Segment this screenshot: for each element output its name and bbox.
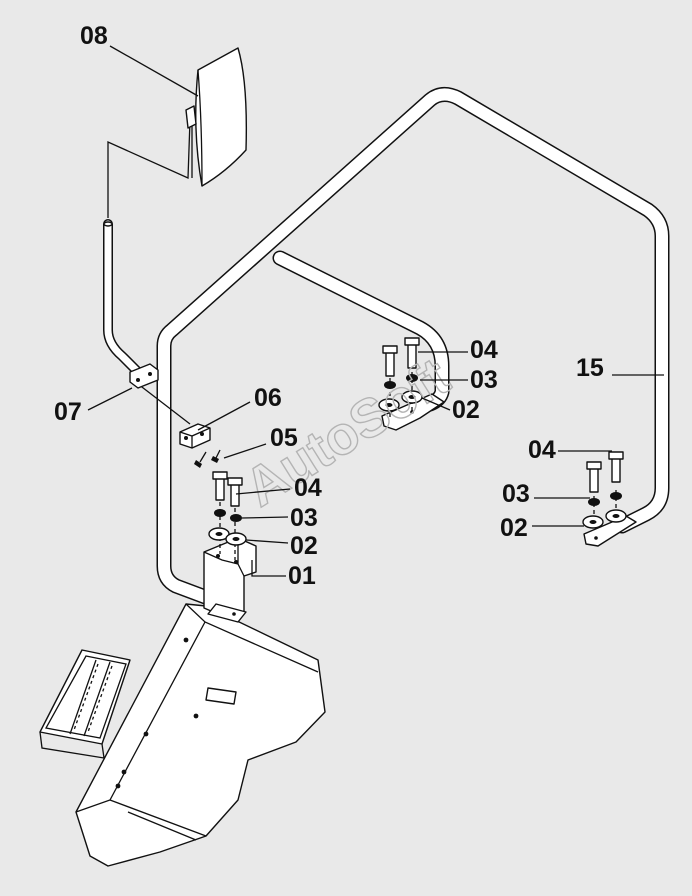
fasteners-middle (378, 337, 423, 420)
label-08: 08 (80, 22, 108, 50)
label-03-right: 03 (502, 480, 530, 508)
label-06: 06 (254, 384, 282, 412)
leader-lines (87, 45, 664, 577)
label-02-front: 02 (290, 532, 318, 560)
mirror (185, 47, 248, 187)
label-04-right: 04 (528, 436, 556, 464)
watermark: AutoSoft (235, 347, 460, 519)
mount-bracket (203, 537, 257, 623)
label-15: 15 (576, 354, 604, 382)
label-07: 07 (54, 398, 82, 426)
clamp (179, 423, 221, 468)
label-02-right: 02 (500, 514, 528, 542)
label-04-front: 04 (294, 474, 322, 502)
arm-bracket (129, 363, 159, 389)
step-platform (39, 603, 326, 867)
label-05: 05 (270, 424, 298, 452)
label-04-middle: 04 (470, 336, 498, 364)
mirror-arm (103, 119, 191, 425)
fasteners-right (582, 451, 627, 529)
label-01: 01 (288, 562, 316, 590)
fasteners-front (208, 471, 247, 560)
label-02-middle: 02 (452, 396, 480, 424)
label-03-middle: 03 (470, 366, 498, 394)
part-labels: 08 07 06 05 04 03 02 01 04 03 02 04 03 0… (54, 22, 604, 590)
label-03-front: 03 (290, 504, 318, 532)
middle-bracket (381, 393, 445, 431)
